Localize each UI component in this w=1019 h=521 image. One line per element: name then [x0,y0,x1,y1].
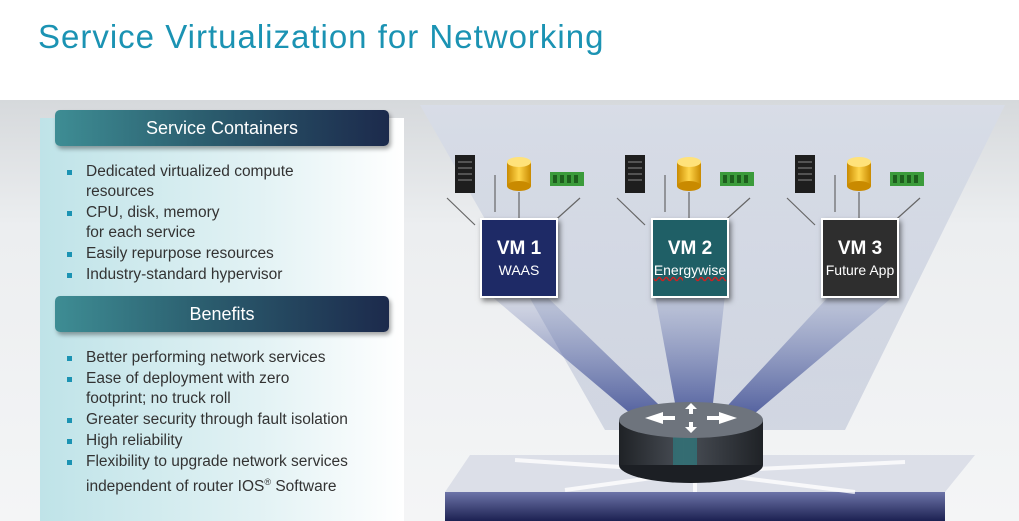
bullet-icon [67,211,72,216]
vm1-name: VM 1 [496,238,542,259]
resource-group-3 [786,155,924,226]
vm3-name: VM 3 [837,238,883,259]
vm2-box: VM 2 Energywise [651,218,729,298]
service-containers-header: Service Containers [55,110,389,146]
list-item: Industry-standard hypervisor [66,265,366,285]
virtualization-diagram [420,105,1005,521]
router-top [619,402,763,438]
benefits-header: Benefits [55,296,389,332]
vm2-name: VM 2 [667,238,713,259]
bullet-icon [67,460,72,465]
page-title: Service Virtualization for Networking [38,18,605,55]
list-item: Greater security through fault isolation [66,410,386,430]
memory-icon [890,172,924,186]
vm1-box: VM 1 WAAS [480,218,558,298]
bullet-icon [67,170,72,175]
bullet-icon [67,418,72,423]
list-item: High reliability [66,431,386,451]
disk-icon [847,157,871,191]
beam-vm3 [705,295,895,430]
server-icon [795,155,815,193]
beam-vm1 [490,295,685,430]
beam-vm2 [655,295,725,430]
list-item: Better performing network services [66,348,386,368]
server-icon [625,155,645,193]
router-arrows-icon [645,403,737,433]
benefits-list: Better performing network services Ease … [66,348,386,498]
list-item: Easily repurpose resources [66,244,366,264]
disk-icon [507,157,531,191]
resource-group-2 [616,155,754,226]
platform-base [445,492,945,521]
bullet-icon [67,377,72,382]
memory-icon [550,172,584,186]
memory-icon [720,172,754,186]
bullet-icon [67,356,72,361]
vm3-box: VM 3 Future App [821,218,899,298]
disk-icon [677,157,701,191]
bullet-icon [67,252,72,257]
bullet-icon [67,439,72,444]
server-icon [455,155,475,193]
resource-group-1 [446,155,584,226]
vm2-app: Energywise [653,262,727,278]
bullet-icon [67,273,72,278]
vm1-app: WAAS [498,262,540,278]
vm3-app: Future App [825,262,895,278]
